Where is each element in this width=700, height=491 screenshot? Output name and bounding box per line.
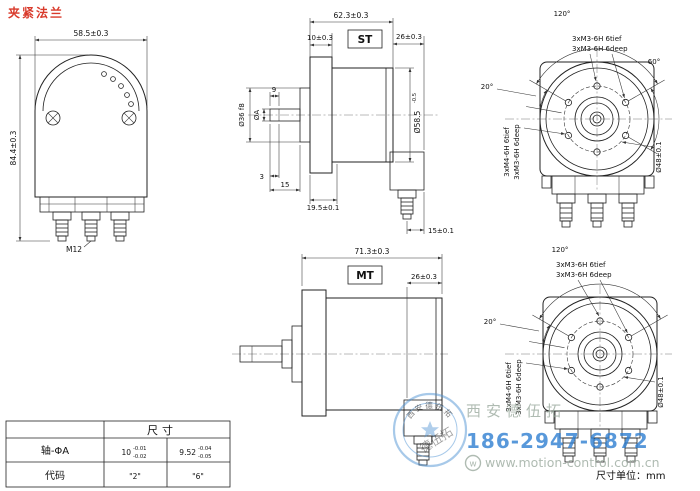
rear-mt-m4-deep-label: 3xM3-6H 6deep xyxy=(515,359,523,415)
st-body-dia-dim: Ø58.5 xyxy=(413,110,422,133)
mt-tag: MT xyxy=(356,270,374,282)
mt-side-view: 71.3±0.3 MT 26±0.3 xyxy=(232,247,448,466)
table-shaft-value-2-tol-up: -0.04 xyxy=(198,446,212,452)
rear-view-mt: 120° 20° 3xM3-6H 6tief 3xM3-6H 6deep 3xM… xyxy=(484,246,672,463)
table-shaft-value-2: 9.52 xyxy=(179,448,196,457)
stamp-outer-ring xyxy=(392,392,468,468)
mt-tag-box xyxy=(347,265,383,285)
st-pilot-dim: Ø36 f8 xyxy=(238,103,246,127)
rear-st-m3-tief-label: 3xM3-6H 6tief xyxy=(572,35,622,43)
web-icon xyxy=(464,454,482,472)
rear-st-m3-deep-label: 3xM3-6H 6deep xyxy=(572,45,628,53)
st-len15-dim: 15 xyxy=(281,181,290,189)
table-shaft-value-2-tol-dn: -0.05 xyxy=(198,454,211,460)
mt-body xyxy=(325,297,443,411)
rear-view-st: 120° 60° 20° 3xM3-6H 6tief 3xM3-6H 6deep… xyxy=(481,10,672,228)
st-len3-dim: 3 xyxy=(260,173,264,181)
st-len9-dim: 9 xyxy=(272,86,276,94)
rear-mt-cable-glands xyxy=(559,428,641,463)
mt-cable-gland xyxy=(413,435,433,466)
rear-st-m4-deep-label: 3xM3-6H 6deep xyxy=(513,124,521,180)
mt-housing-dim: 26±0.3 xyxy=(411,273,437,281)
st-connector-housing xyxy=(389,151,425,191)
table-code-value-2: "6" xyxy=(192,472,204,481)
unit-label: 尺寸单位：mm xyxy=(596,469,665,482)
table-row-code-label: 代码 xyxy=(45,470,65,482)
rear-st-m4-tief-label: 3xM4-6H 6tief xyxy=(503,127,511,177)
st-flange-dim: 10±0.3 xyxy=(307,34,333,42)
front-cable-glands xyxy=(52,211,130,242)
st-total-dim: 62.3±0.3 xyxy=(334,11,369,20)
front-body-outline xyxy=(34,54,148,198)
rear-mt-m3-tief-label: 3xM3-6H 6tief xyxy=(556,261,606,269)
front-connector-strip xyxy=(39,196,145,213)
company-stamp: 西安德伍拓 德伍拓 xyxy=(392,392,468,468)
front-hole-row xyxy=(101,71,134,107)
table-shaft-value-1: 10 xyxy=(121,448,131,457)
rear-mt-bolt-holes xyxy=(567,317,633,391)
table-code-value-1: "2" xyxy=(129,472,141,481)
st-side-view: 62.3±0.3 10±0.3 ST 26±0.3 Ø36 f8 ØA 9 xyxy=(238,11,454,235)
front-view: M12 58.5±0.3 84.4±0.3 xyxy=(9,29,148,254)
rear-mt-connector-strip xyxy=(554,410,648,430)
rear-mt-angle-left: 20° xyxy=(484,318,496,326)
rear-st-connector-strip xyxy=(551,175,645,195)
mt-flange xyxy=(301,289,327,417)
st-housing-dim: 26±0.3 xyxy=(396,33,422,41)
screw-right xyxy=(121,110,137,126)
st-tag: ST xyxy=(358,34,374,46)
watermark: 西安德伍拓 德伍拓 西安德伍拓 186-2947-6872 w www.moti… xyxy=(392,392,660,472)
rear-st-angle-top: 120° xyxy=(554,10,571,18)
table-shaft-value-1-tol-dn: -0.02 xyxy=(133,454,146,460)
st-cable-gland xyxy=(397,189,417,220)
rear-st-angle-left: 20° xyxy=(481,83,493,91)
mt-total-dim: 71.3±0.3 xyxy=(355,247,390,256)
rear-st-bolt-circle-dim: Ø48±0.1 xyxy=(655,141,663,172)
web-icon-letter: w xyxy=(469,460,476,470)
st-shaft xyxy=(269,108,301,122)
rear-st-bolt-holes xyxy=(564,82,630,156)
watermark-phone: 186-2947-6872 xyxy=(466,429,649,453)
watermark-company: 西安德伍拓 xyxy=(466,402,566,420)
screw-left xyxy=(45,110,61,126)
table-shaft-value-1-tol-up: -0.01 xyxy=(133,446,146,452)
rear-mt-m3-deep-label: 3xM3-6H 6deep xyxy=(556,271,612,279)
front-height-dim: 84.4±0.3 xyxy=(9,130,18,165)
front-width-dim: 58.5±0.3 xyxy=(74,29,109,38)
st-gland-offset-dim: 15±0.1 xyxy=(428,227,454,235)
watermark-website: www.motion-control.com.cn xyxy=(485,455,660,470)
dimension-table: 尺寸 轴-ΦA 代码 10 -0.01 -0.02 9.52 -0.04 -0.… xyxy=(5,420,231,488)
rear-st-angle-right: 60° xyxy=(648,58,660,66)
st-body xyxy=(331,67,394,163)
rear-mt-bolt-circle-dim: Ø48±0.1 xyxy=(657,376,665,407)
st-shaft-dia-dim: ØA xyxy=(253,110,261,121)
rear-mt-m4-tief-label: 3xM4-6H 6tief xyxy=(505,362,513,412)
st-tag-box xyxy=(347,29,383,49)
mt-shaft xyxy=(239,345,283,363)
rear-st-cable-glands xyxy=(556,193,638,228)
st-body-dia-tol: -0.5 xyxy=(412,93,418,103)
table-header-size: 尺寸 xyxy=(147,423,177,437)
drawing-title: 夹紧法兰 xyxy=(8,6,65,20)
rear-mt-angle-top: 120° xyxy=(552,246,569,254)
stamp-star xyxy=(421,421,439,438)
rear-st-bolt-circle xyxy=(563,85,631,153)
m12-gland-label: M12 xyxy=(66,245,82,254)
rear-mt-bolt-circle xyxy=(566,320,634,388)
table-row-shaft-label: 轴-ΦA xyxy=(41,444,69,457)
st-len195-dim: 19.5±0.1 xyxy=(307,204,340,212)
